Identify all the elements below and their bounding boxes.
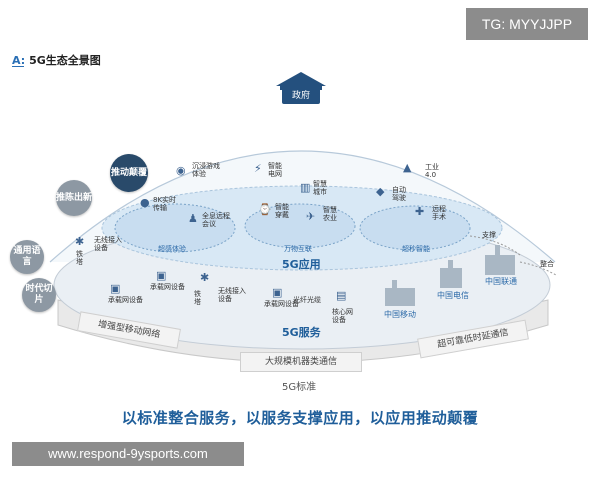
label-core-network: 核心网设备 (332, 308, 353, 324)
label-auto-drive: 自动驾驶 (392, 186, 406, 202)
label-china-mobile: 中国移动 (384, 310, 416, 319)
label-remote-surgery: 远程手术 (432, 205, 446, 221)
oval-ultra-intelligence (359, 205, 471, 251)
government-label: 政府 (282, 88, 320, 104)
label-8k-video: 8K实时传输 (153, 196, 177, 212)
label-wearable: 智能穿戴 (275, 203, 289, 219)
support-line (469, 235, 521, 256)
bubble-era-slice: 时代切片 (22, 278, 56, 312)
power-tower-icon: ⚡ (254, 162, 262, 175)
car-icon: ◆ (376, 185, 385, 198)
label-wireless-1: 无线接入设备 (94, 236, 122, 252)
watch-icon: ⌚ (258, 203, 272, 216)
label-wireless-2: 无线接入设备 (218, 287, 246, 303)
label-integrate: 整合 (540, 260, 554, 268)
oval-iot (244, 203, 356, 249)
router-icon-1: ▣ (110, 282, 121, 295)
figure-letter-underline (12, 66, 24, 67)
label-bearer-2: 承载网设备 (150, 283, 185, 291)
label-telepresence: 全息远程会议 (202, 212, 230, 228)
unicom-building-icon (485, 245, 515, 275)
label-china-telecom: 中国电信 (437, 291, 469, 300)
layer-5g-application: 5G应用 (282, 258, 321, 271)
label-fiber: 光纤光缆 (293, 296, 321, 304)
camera-icon: ● (140, 196, 150, 209)
bubble-innovate: 推陈出新 (56, 180, 92, 216)
layer-5g-service: 5G服务 (282, 326, 321, 339)
router-icon-3: ▣ (272, 286, 283, 299)
bubble-general-language: 通用语言 (10, 240, 44, 274)
label-bearer-3: 承载网设备 (264, 300, 299, 308)
label-industry: 工业4.0 (425, 163, 439, 179)
router-icon-2: ▣ (156, 269, 167, 282)
tower-icon-center: ✱ (200, 271, 210, 284)
figure-caption: 5G生态全景图 (29, 54, 101, 67)
label-smart-grid: 智能电网 (268, 162, 282, 178)
label-tower-2: 铁塔 (194, 290, 201, 306)
oval-ultra-experience (114, 203, 236, 253)
meeting-icon: ♟ (188, 212, 198, 225)
label-support: 支撑 (482, 231, 496, 239)
label-china-unicom: 中国联通 (485, 277, 517, 286)
label-ultra-experience: 超感体验 (158, 245, 186, 253)
watermark-badge-bottom: www.respond-9ysports.com (12, 442, 244, 466)
mobile-building-icon (385, 280, 415, 306)
surgery-robot-icon: ✚ (415, 205, 425, 218)
label-agriculture: 智慧农业 (323, 206, 337, 222)
watermark-badge-top: TG: MYYJJPP (466, 8, 588, 40)
figure-letter: A: (12, 54, 26, 67)
server-icon: ▤ (336, 289, 347, 302)
bubble-drive-disrupt: 推动颠覆 (110, 154, 148, 192)
label-iot: 万物互联 (284, 245, 312, 253)
drone-icon: ✈ (306, 210, 316, 223)
label-bearer-1: 承载网设备 (108, 296, 143, 304)
label-smart-city: 智慧城市 (313, 180, 327, 196)
tower-icon-left: ✱ (75, 235, 85, 248)
city-icon: ▥ (300, 181, 311, 194)
layer-5g-standard: 5G标准 (282, 382, 317, 393)
label-ultra-intelligence: 超秒智能 (402, 245, 430, 253)
label-vr-game: 沉浸游戏体验 (192, 162, 220, 178)
vr-headset-icon: ◉ (176, 164, 186, 177)
figure-title: A:5G生态全景图 (12, 52, 101, 68)
telecom-building-icon (440, 260, 462, 288)
slogan: 以标准整合服务，以服务支撑应用，以应用推动颠覆 (121, 409, 479, 427)
band-mmtc: 大规模机器类通信 (240, 352, 362, 372)
ship-icon: ▲ (403, 161, 412, 174)
label-tower-1: 铁塔 (76, 250, 83, 266)
